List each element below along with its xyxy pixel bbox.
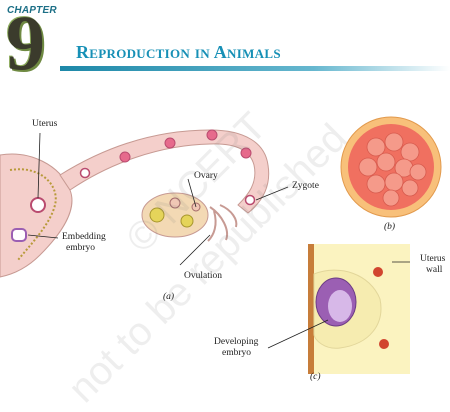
zygote-cell [244, 194, 256, 206]
embedding-embryo-shape [11, 228, 27, 242]
caption-b: (b) [384, 222, 396, 232]
label-developing-1: Developing [214, 337, 259, 347]
embryo-cell [164, 137, 176, 149]
label-uterus-wall-2: wall [426, 265, 443, 275]
caption-a: (a) [163, 292, 175, 302]
embryo-cell [119, 151, 131, 163]
fimbriae [207, 204, 238, 242]
label-uterus-wall-1: Uterus [420, 254, 446, 264]
embryo-cell [240, 147, 252, 159]
title-underline-bar [60, 66, 450, 71]
leader-developing [267, 319, 329, 349]
leader-ovary [187, 178, 197, 208]
chapter-title: Reproduction in Animals [76, 42, 281, 62]
leader-zygote [255, 186, 289, 201]
ovary-shape [141, 192, 209, 238]
label-embedding-2: embryo [66, 243, 96, 253]
follicle [169, 197, 181, 209]
morula-diagram [340, 116, 442, 218]
embryo-cell [79, 167, 91, 179]
chapter-word: CHAPTER [7, 5, 57, 16]
embryo-cell [206, 129, 218, 141]
uterus-wall-diagram [308, 244, 410, 374]
label-ovulation: Ovulation [184, 271, 222, 281]
label-embedding-1: Embedding [62, 232, 106, 242]
leader-uterus [37, 132, 41, 199]
follicle [180, 214, 194, 228]
follicle [149, 207, 165, 223]
caption-c: (c) [310, 372, 321, 382]
leader-ovulation [179, 234, 211, 266]
leader-embedding [27, 234, 59, 239]
reproductive-tract-diagram [0, 129, 289, 278]
chapter-number: 9 [6, 0, 45, 86]
label-uterus: Uterus [32, 119, 58, 129]
label-zygote: Zygote [292, 181, 319, 191]
label-ovary: Ovary [194, 171, 218, 181]
embryo-cell [30, 197, 46, 213]
label-developing-2: embryo [222, 348, 252, 358]
oviduct-tube [59, 129, 270, 214]
uterus-shape [0, 153, 73, 278]
